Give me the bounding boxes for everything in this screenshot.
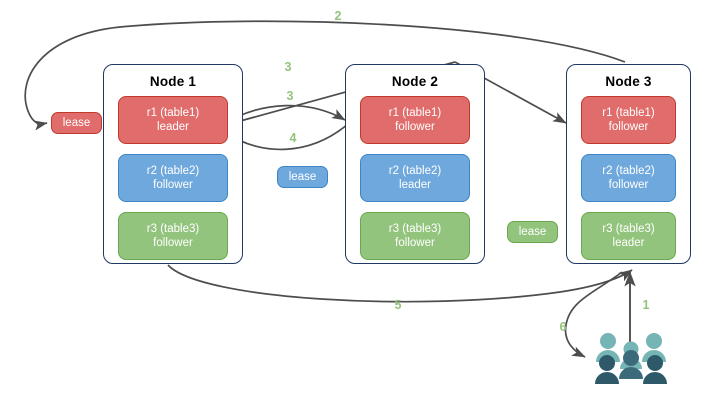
lease-badge-r1[interactable]: lease xyxy=(51,112,102,134)
replica-name: r2 (table2) xyxy=(388,165,442,177)
step-label-3-lower: 3 xyxy=(286,89,294,103)
replica-role: follower xyxy=(395,237,435,249)
node-card-3[interactable]: Node 3 r1 (table1) follower r2 (table2) … xyxy=(566,64,691,264)
replica-role: follower xyxy=(153,179,193,191)
replica-list: r1 (table1) follower r2 (table2) leader … xyxy=(346,96,484,272)
replica-role: leader xyxy=(612,237,645,249)
lease-badge-r2[interactable]: lease xyxy=(277,166,328,188)
step-label-4: 4 xyxy=(289,131,297,145)
replica-r2[interactable]: r2 (table2) leader xyxy=(360,154,470,202)
replica-role: follower xyxy=(153,237,193,249)
replica-role: leader xyxy=(157,121,189,133)
node-card-2[interactable]: Node 2 r1 (table1) follower r2 (table2) … xyxy=(345,64,485,264)
replica-r1[interactable]: r1 (table1) follower xyxy=(360,96,470,144)
step-label-3-upper: 3 xyxy=(284,60,292,74)
replica-name: r1 (table1) xyxy=(602,107,655,119)
lease-badge-r3[interactable]: lease xyxy=(507,221,558,243)
step-label-1: 1 xyxy=(642,298,650,312)
step-label-6: 6 xyxy=(559,320,567,334)
replica-r3[interactable]: r3 (table3) follower xyxy=(118,212,228,260)
replica-r1[interactable]: r1 (table1) follower xyxy=(581,96,676,144)
replica-name: r3 (table3) xyxy=(388,223,442,235)
replica-list: r1 (table1) follower r2 (table2) followe… xyxy=(567,96,690,272)
replica-role: leader xyxy=(399,179,431,191)
replica-r1[interactable]: r1 (table1) leader xyxy=(118,96,228,144)
replica-role: follower xyxy=(395,121,435,133)
replica-name: r3 (table3) xyxy=(602,223,655,235)
replica-name: r2 (table2) xyxy=(146,165,200,177)
step-label-5: 5 xyxy=(394,298,402,312)
replica-list: r1 (table1) leader r2 (table2) follower … xyxy=(104,96,242,272)
replica-r2[interactable]: r2 (table2) follower xyxy=(118,154,228,202)
replica-r3[interactable]: r3 (table3) leader xyxy=(581,212,676,260)
replica-role: follower xyxy=(608,179,649,191)
replica-r2[interactable]: r2 (table2) follower xyxy=(581,154,676,202)
replica-r3[interactable]: r3 (table3) follower xyxy=(360,212,470,260)
replica-name: r2 (table2) xyxy=(602,165,655,177)
node-title: Node 2 xyxy=(391,74,439,89)
node-title: Node 1 xyxy=(149,74,197,89)
replica-name: r1 (table1) xyxy=(388,107,442,119)
node-title: Node 3 xyxy=(605,74,652,89)
step-label-2: 2 xyxy=(334,9,342,23)
replica-name: r3 (table3) xyxy=(146,223,200,235)
users-icon xyxy=(595,333,667,384)
node-card-1[interactable]: Node 1 r1 (table1) leader r2 (table2) fo… xyxy=(103,64,243,264)
replica-role: follower xyxy=(608,121,649,133)
replica-name: r1 (table1) xyxy=(146,107,200,119)
